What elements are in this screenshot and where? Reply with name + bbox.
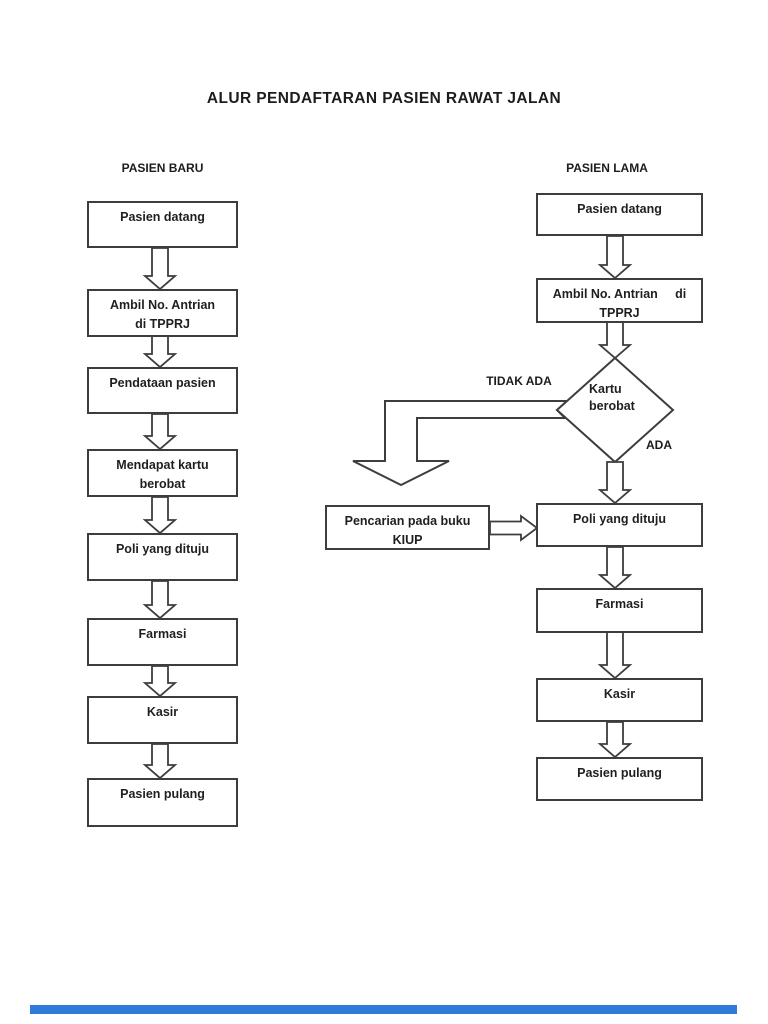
branch-label-ada: ADA (646, 438, 672, 452)
flow-arrow-down (142, 665, 178, 698)
flow-arrow-down (142, 247, 178, 291)
flow-arrow-down (597, 721, 633, 759)
flow-box-right-kasir: Kasir (536, 678, 703, 722)
flow-arrow-down (142, 580, 178, 620)
flow-arrow-down (597, 235, 633, 280)
flow-arrow-down (597, 321, 633, 360)
flow-box-left-pasien-datang: Pasien datang (87, 201, 238, 248)
flow-box-right-farmasi: Farmasi (536, 588, 703, 633)
flow-box-left-kasir: Kasir (87, 696, 238, 744)
flow-arrow-down (142, 743, 178, 780)
flow-arrow-down (142, 335, 178, 369)
flow-box-left-poli: Poli yang dituju (87, 533, 238, 581)
flow-box-right-pasien-pulang: Pasien pulang (536, 757, 703, 801)
column-header-pasien-baru: PASIEN BARU (121, 161, 204, 175)
flow-arrow-down (142, 496, 178, 535)
flow-arrow-bent-tidak-ada (352, 400, 570, 487)
flow-arrow-down (597, 461, 633, 505)
flow-box-right-pasien-datang: Pasien datang (536, 193, 703, 236)
flow-box-left-pendataan-pasien: Pendataan pasien (87, 367, 238, 414)
flow-box-left-mendapat-kartu: Mendapat kartu berobat (87, 449, 238, 497)
flow-arrow-down (142, 413, 178, 451)
footer-accent-bar (30, 1005, 737, 1014)
flow-arrow-down (597, 546, 633, 590)
branch-label-tidak-ada: TIDAK ADA (486, 374, 552, 388)
flow-box-pencarian-kiup: Pencarian pada buku KIUP (325, 505, 490, 550)
flow-arrow-right (489, 514, 539, 542)
page-title: ALUR PENDAFTARAN PASIEN RAWAT JALAN (206, 90, 562, 107)
flow-box-left-pasien-pulang: Pasien pulang (87, 778, 238, 827)
flow-box-right-ambil-antrian: Ambil No. Antrian di TPPRJ (536, 278, 703, 323)
decision-label-kartu-berobat: Kartu berobat (589, 382, 635, 413)
flow-arrow-down (597, 631, 633, 680)
flow-box-left-ambil-antrian: Ambil No. Antrian di TPPRJ (87, 289, 238, 337)
flow-box-right-poli: Poli yang dituju (536, 503, 703, 547)
column-header-pasien-lama: PASIEN LAMA (566, 161, 648, 175)
flow-box-left-farmasi: Farmasi (87, 618, 238, 666)
